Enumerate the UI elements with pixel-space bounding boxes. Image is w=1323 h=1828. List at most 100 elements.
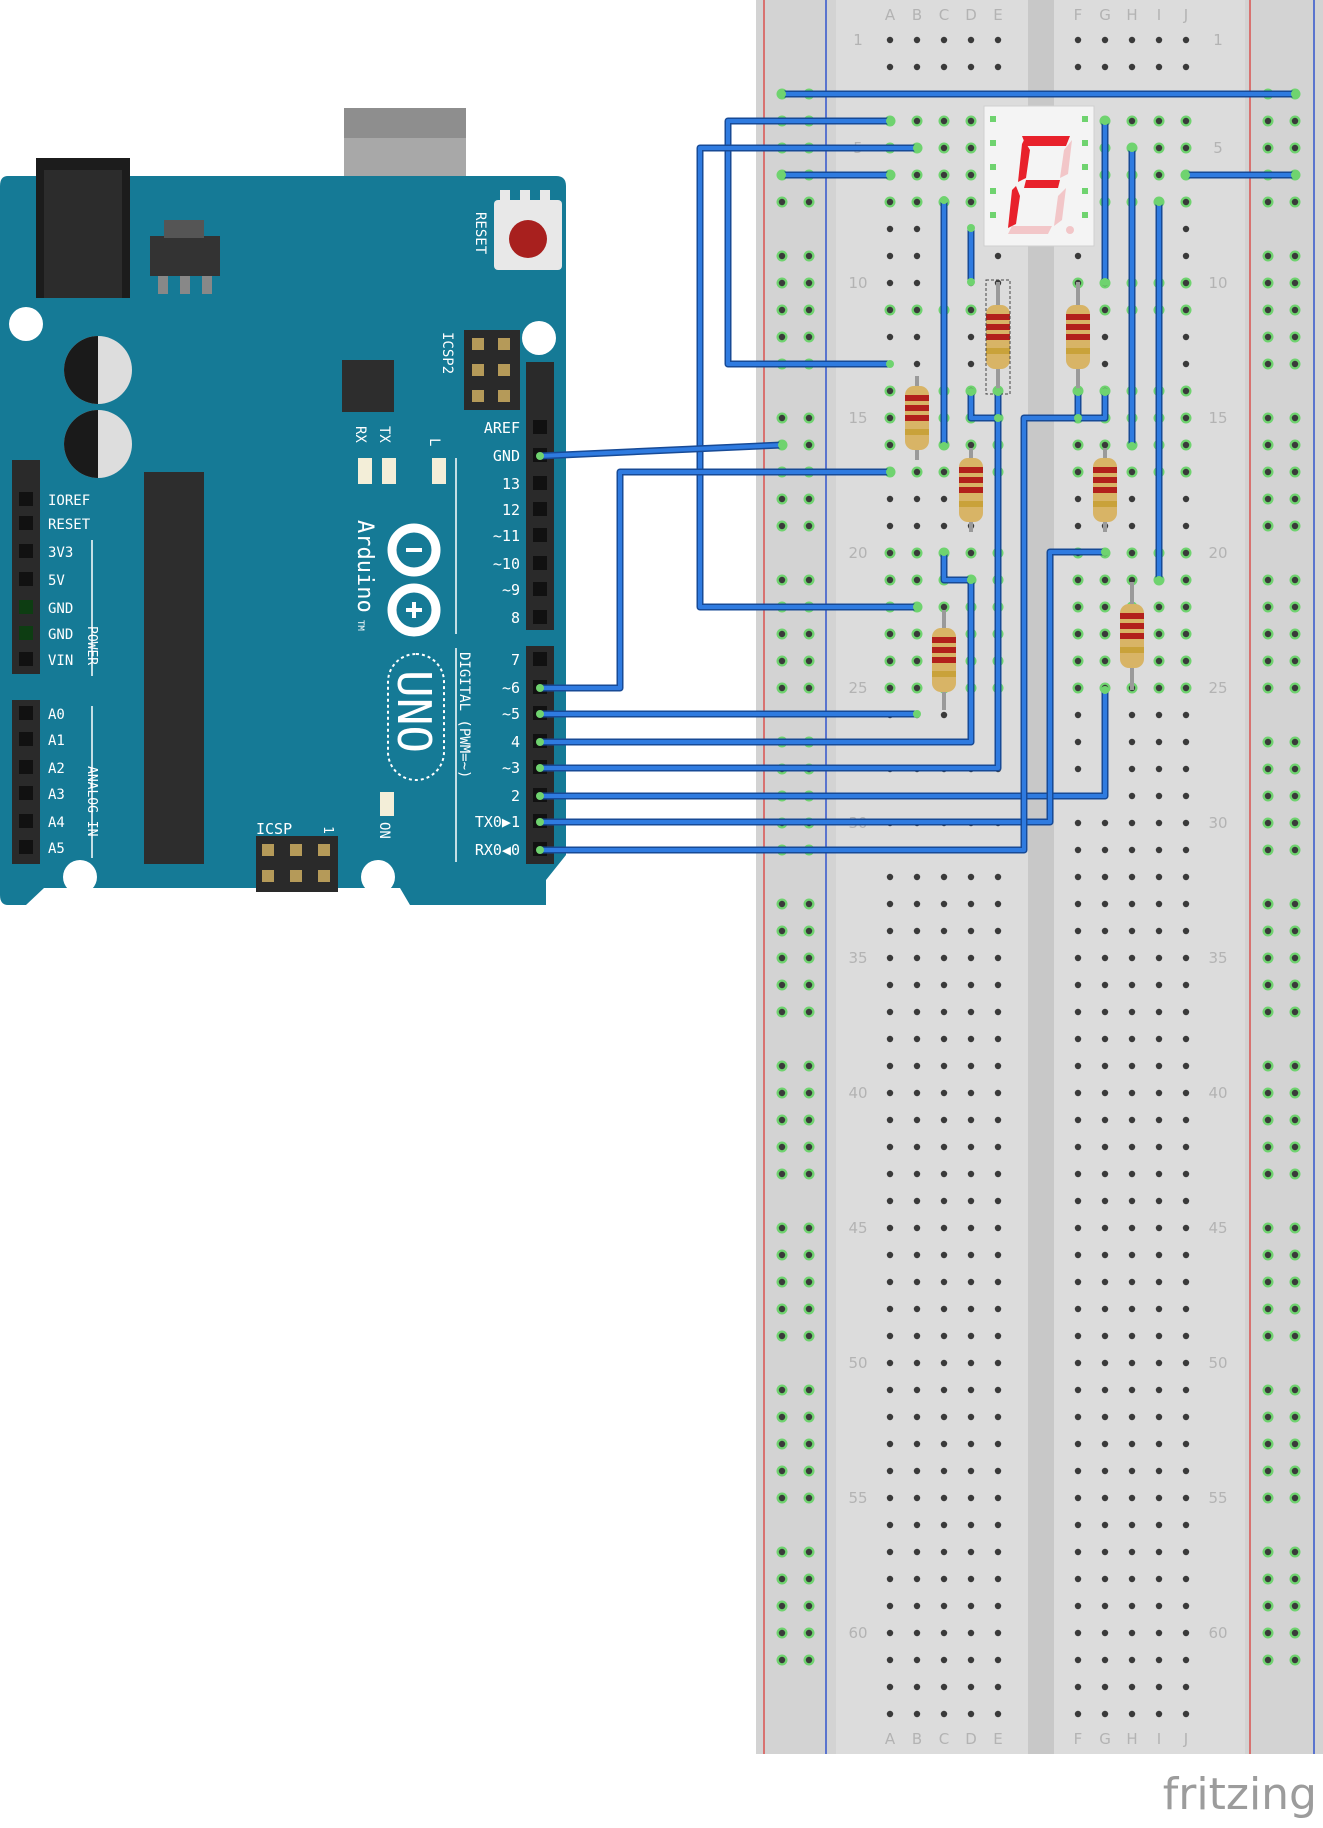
rail-hole (1291, 360, 1299, 368)
center-channel (1028, 0, 1054, 1754)
breadboard-hole (886, 1683, 894, 1691)
resistor (986, 282, 1010, 392)
rail-hole (1264, 1575, 1272, 1583)
breadboard-hole (886, 1035, 894, 1043)
breadboard-hole (1182, 1170, 1190, 1178)
rail-hole (805, 198, 813, 206)
rail-hole (805, 279, 813, 287)
icsp-label: ICSP (256, 820, 292, 838)
on-led (380, 792, 394, 816)
row-number-label: 25 (848, 679, 867, 697)
breadboard-hole (1182, 144, 1190, 152)
rail-hole (1264, 1656, 1272, 1664)
rail-hole (778, 1575, 786, 1583)
header-pin (19, 814, 33, 828)
header-pin (19, 600, 33, 614)
column-label: C (939, 1730, 949, 1748)
breadboard-hole (994, 1386, 1002, 1394)
breadboard-hole (1074, 1710, 1082, 1718)
breadboard-hole (1074, 927, 1082, 935)
pin-label: ~9 (502, 581, 520, 599)
breadboard-hole (886, 1251, 894, 1259)
breadboard-hole (886, 1602, 894, 1610)
pin-label: AREF (484, 419, 520, 437)
display-pin (1082, 116, 1088, 122)
rail-hole (805, 1143, 813, 1151)
breadboard-hole (1155, 846, 1163, 854)
breadboard-hole (994, 1035, 1002, 1043)
breadboard-hole (1128, 792, 1136, 800)
breadboard-hole (994, 927, 1002, 935)
breadboard-hole (1128, 522, 1136, 530)
breadboard-hole (886, 900, 894, 908)
rail-hole (1264, 1305, 1272, 1313)
breadboard-hole (967, 198, 975, 206)
breadboard-hole (886, 684, 894, 692)
breadboard-hole (1101, 306, 1109, 314)
breadboard-hole (1155, 819, 1163, 827)
breadboard-hole (1101, 441, 1109, 449)
rail-hole (1291, 1062, 1299, 1070)
rail-hole (805, 522, 813, 530)
rail-hole (805, 1602, 813, 1610)
pin-label: 7 (511, 651, 520, 669)
breadboard-hole (967, 360, 975, 368)
rail-hole (1264, 495, 1272, 503)
breadboard-hole (1101, 1413, 1109, 1421)
breadboard-hole (1128, 1359, 1136, 1367)
rail-hole (778, 1278, 786, 1286)
breadboard-hole (1128, 1386, 1136, 1394)
rail-hole (778, 1170, 786, 1178)
breadboard-hole (1182, 333, 1190, 341)
column-label: F (1074, 6, 1083, 24)
row-number-label: 1 (853, 31, 863, 49)
breadboard-hole (1182, 1305, 1190, 1313)
breadboard-hole (967, 36, 975, 44)
breadboard-hole (886, 1548, 894, 1556)
breadboard-hole (967, 1197, 975, 1205)
breadboard-hole (1182, 765, 1190, 773)
rail-hole (1291, 1278, 1299, 1286)
breadboard-hole (940, 873, 948, 881)
rail-hole (1264, 1413, 1272, 1421)
breadboard-hole (940, 1629, 948, 1637)
rail-hole (1291, 792, 1299, 800)
row-number-label: 35 (1208, 949, 1227, 967)
rail-hole (778, 954, 786, 962)
breadboard-hole (967, 1008, 975, 1016)
rail-hole (805, 1251, 813, 1259)
breadboard-hole (886, 63, 894, 71)
rail-hole (1291, 1656, 1299, 1664)
breadboard-hole (994, 1332, 1002, 1340)
breadboard-hole (886, 1089, 894, 1097)
breadboard-hole (940, 1359, 948, 1367)
breadboard-hole (994, 954, 1002, 962)
rail-hole (778, 576, 786, 584)
breadboard-hole (886, 1575, 894, 1583)
breadboard-hole (1155, 981, 1163, 989)
breadboard-hole (1101, 333, 1109, 341)
breadboard-hole (1128, 1656, 1136, 1664)
rail-hole (1264, 684, 1272, 692)
pin-label: A4 (48, 815, 65, 831)
breadboard-hole (967, 549, 975, 557)
column-label: H (1126, 1730, 1137, 1748)
digital-label: DIGITAL (PWM=~) (456, 652, 472, 778)
breadboard-hole (1155, 1332, 1163, 1340)
breadboard-hole (1155, 1413, 1163, 1421)
breadboard-hole (940, 1089, 948, 1097)
breadboard-hole (940, 711, 948, 719)
rail-hole (805, 900, 813, 908)
header-pin (533, 502, 547, 516)
breadboard-hole (967, 1710, 975, 1718)
header-pin (19, 652, 33, 666)
breadboard-hole (1101, 1629, 1109, 1637)
breadboard-hole (913, 1116, 921, 1124)
column-label: I (1157, 6, 1161, 24)
display-decimal-point (1066, 226, 1074, 234)
breadboard-hole (886, 522, 894, 530)
rail-hole (778, 495, 786, 503)
rail-hole (1264, 1143, 1272, 1151)
breadboard-hole (1155, 657, 1163, 665)
breadboard-hole (1155, 603, 1163, 611)
